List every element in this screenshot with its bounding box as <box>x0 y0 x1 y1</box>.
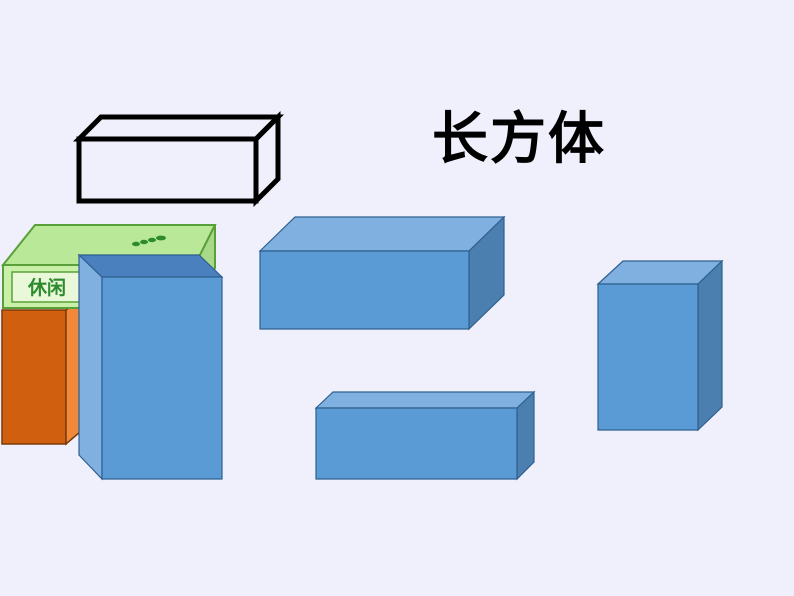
right-cuboid-front <box>597 283 699 431</box>
wide-blue-cuboid <box>258 215 506 331</box>
flat-blue-cuboid <box>314 390 536 481</box>
slide-title: 长方体 <box>432 107 606 172</box>
tall-cuboid-front <box>101 276 223 480</box>
flat-cuboid-side <box>516 390 535 481</box>
outline-cuboid-side <box>253 110 281 208</box>
orange-box-side <box>65 298 81 446</box>
right-cuboid-side <box>697 259 723 432</box>
outline-cuboid-front <box>76 136 259 204</box>
flat-cuboid-front <box>315 407 518 480</box>
wide-cuboid-top <box>258 216 506 252</box>
flat-cuboid-top <box>314 391 536 409</box>
right-blue-cuboid <box>596 259 724 432</box>
outline-cuboid <box>72 110 285 208</box>
box-dots-decoration <box>132 235 166 247</box>
outline-cuboid-top <box>72 114 285 142</box>
wide-cuboid-front <box>259 250 470 330</box>
orange-box-front <box>1 309 67 445</box>
tall-cuboid-left-side <box>78 253 103 481</box>
box-label-text: 休闲 <box>27 276 66 299</box>
tall-cuboid-top <box>77 254 224 278</box>
box-label-panel <box>11 271 83 303</box>
tall-blue-cuboid <box>77 253 224 481</box>
